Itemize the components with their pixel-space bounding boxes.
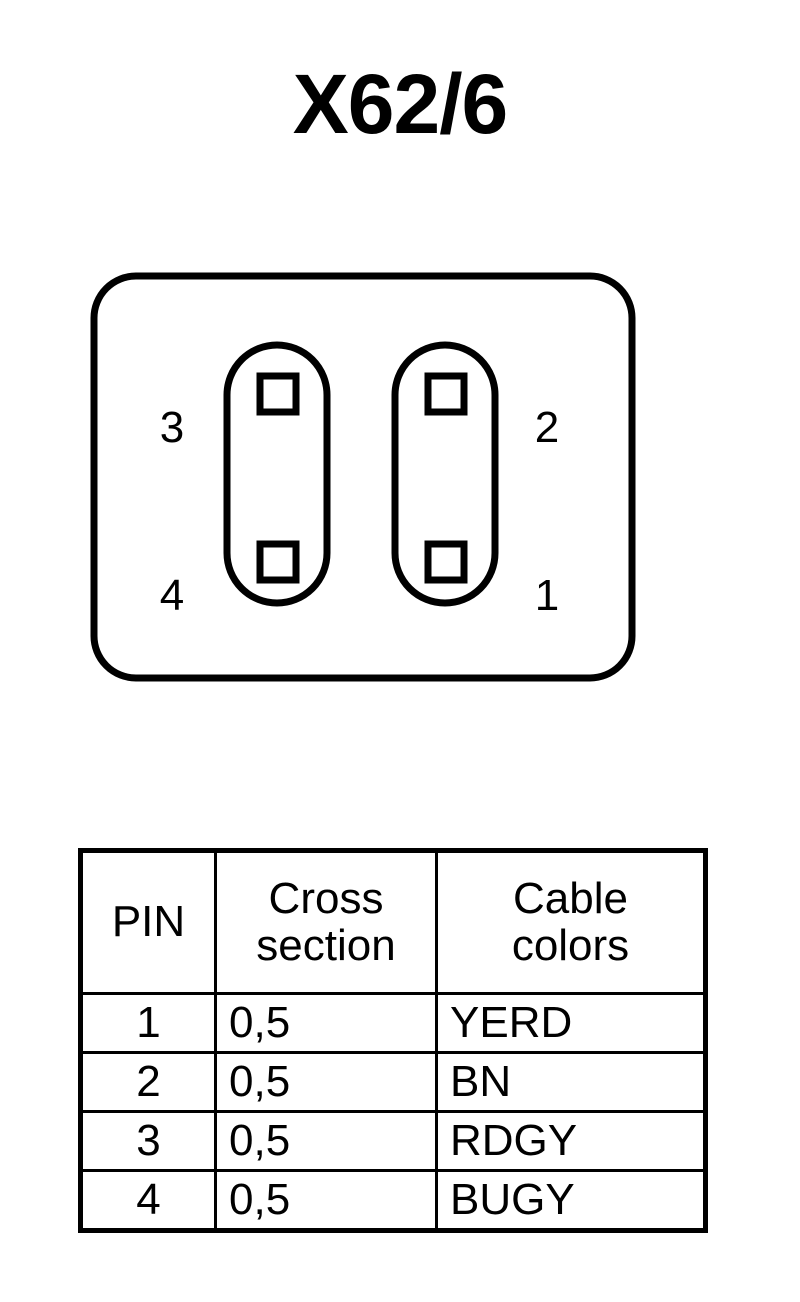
header-pin-text: PIN <box>111 897 186 947</box>
cell-cross-section: 0,5 <box>214 1110 438 1172</box>
cell-cable-colors: YERD <box>435 992 707 1054</box>
pin-label-1: 1 <box>534 571 560 620</box>
pin-label-3: 3 <box>159 403 185 452</box>
left-slot-outline <box>223 341 331 607</box>
cell-cross-section: 0,5 <box>214 992 438 1054</box>
header-colors-line1: Cable <box>513 873 628 923</box>
page-title: X62/6 <box>292 57 509 151</box>
header-colors-line2: colors <box>511 920 630 970</box>
header-cross-line1: Cross <box>268 873 384 923</box>
table-row: 2 0,5 BN <box>79 1051 707 1113</box>
pin-square-4 <box>256 540 300 584</box>
pin-label-4: 4 <box>159 571 185 620</box>
pinout-table: PIN Cross section Cable colors 1 0,5 YER… <box>78 848 708 1233</box>
cell-pin: 4 <box>79 1169 217 1232</box>
cell-cross-section: 0,5 <box>214 1169 438 1232</box>
cell-pin: 1 <box>79 992 217 1054</box>
table-row: 4 0,5 BUGY <box>79 1169 707 1232</box>
pin-square-2 <box>424 372 468 416</box>
column-header-pin: PIN <box>79 849 217 995</box>
pin-square-1 <box>424 540 468 584</box>
cell-cable-colors: RDGY <box>435 1110 707 1172</box>
header-cross-line2: section <box>256 920 396 970</box>
cell-pin: 3 <box>79 1110 217 1172</box>
pin-label-2: 2 <box>534 403 560 452</box>
pinout-table-container: PIN Cross section Cable colors 1 0,5 YER… <box>78 848 708 1233</box>
right-slot-outline <box>391 341 499 607</box>
table-header-row: PIN Cross section Cable colors <box>79 849 707 995</box>
pin-square-3 <box>256 372 300 416</box>
table-row: 1 0,5 YERD <box>79 992 707 1054</box>
cell-cable-colors: BN <box>435 1051 707 1113</box>
column-header-cross-section: Cross section <box>214 849 438 995</box>
column-header-cable-colors: Cable colors <box>435 849 707 995</box>
connector-diagram: 3 4 2 1 <box>90 272 636 682</box>
table-row: 3 0,5 RDGY <box>79 1110 707 1172</box>
pinout-table-body: 1 0,5 YERD 2 0,5 BN 3 0,5 RDGY 4 0,5 BUG… <box>79 992 707 1232</box>
cell-pin: 2 <box>79 1051 217 1113</box>
cell-cross-section: 0,5 <box>214 1051 438 1113</box>
cell-cable-colors: BUGY <box>435 1169 707 1232</box>
